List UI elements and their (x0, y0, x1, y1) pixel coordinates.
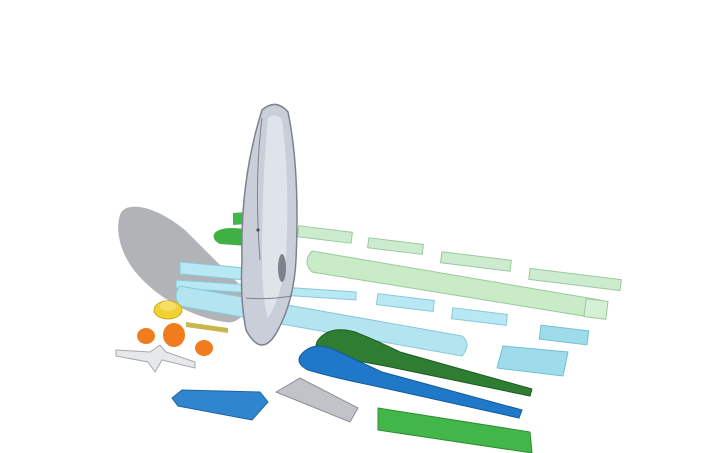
light-blue-strip-3[interactable] (375, 293, 435, 313)
grey-triangle-frame[interactable] (274, 377, 359, 423)
orange-wheels[interactable] (137, 328, 155, 344)
blue-tail-plate[interactable] (171, 389, 269, 421)
green-tail-plate[interactable] (377, 407, 533, 453)
light-green-strip-1[interactable] (296, 225, 353, 244)
fuselage-seam-2 (256, 117, 263, 261)
white-propeller[interactable] (115, 344, 196, 373)
olive-strut[interactable] (186, 322, 228, 333)
light-green-wing-panel[interactable] (306, 250, 601, 319)
green-small-plate-2[interactable] (213, 228, 248, 246)
yellow-knob-top (160, 301, 176, 311)
light-green-tip[interactable] (583, 298, 609, 320)
light-blue-end-panel[interactable] (496, 345, 569, 377)
orange-wheel-3[interactable] (195, 340, 213, 356)
fuselage-seam (245, 295, 293, 300)
light-green-strip-4[interactable] (528, 267, 622, 292)
orange-wheel-2[interactable] (163, 323, 185, 347)
light-blue-strip-4[interactable] (450, 307, 508, 326)
fuselage-hole (256, 228, 260, 232)
light-green-strip-3[interactable] (439, 251, 512, 272)
blue-blade[interactable] (298, 345, 523, 419)
light-green-strip-2[interactable] (367, 237, 424, 255)
light-blue-small-panel[interactable] (538, 324, 590, 346)
fuselage-cutout (278, 254, 286, 282)
